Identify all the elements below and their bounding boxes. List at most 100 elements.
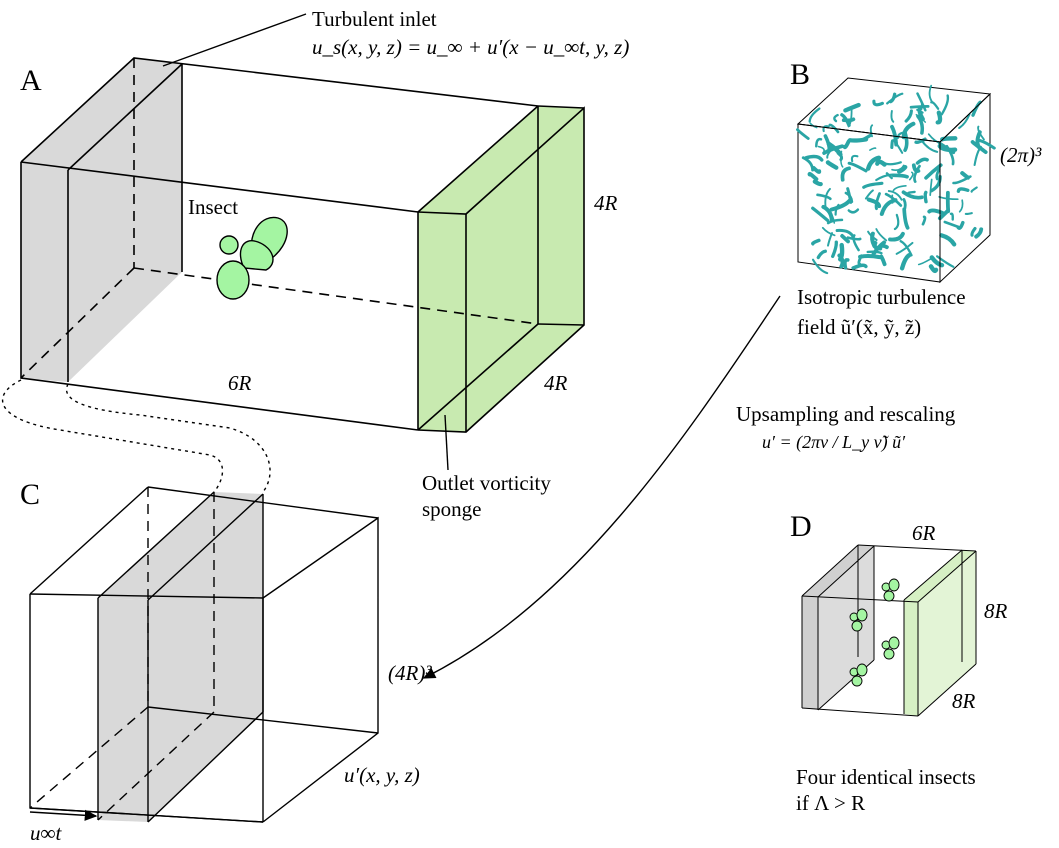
vortex-structure (909, 105, 930, 109)
panel-c-domain-size: (4R)³ (388, 661, 432, 685)
vortex-structure (890, 109, 895, 123)
vortex-structure (875, 173, 895, 182)
vortex-structure (870, 231, 877, 249)
vortex-structure (858, 254, 882, 260)
vortex-structure (847, 161, 868, 173)
panel-d-dim-depth: 8R (952, 689, 976, 713)
vortex-structure (890, 124, 899, 147)
panel-c-shift-label: u∞t (30, 821, 62, 845)
vortex-structure (811, 166, 822, 174)
panel-b-caption-line2: field ũ′(x̃, ỹ, z̃) (797, 315, 922, 339)
vortex-structure (846, 236, 862, 241)
vortex-structure (847, 208, 860, 214)
turbulence-cube (796, 77, 996, 284)
panel-a-dim-length: 6R (228, 371, 252, 395)
rescale-formula: u′ = (2πν / L_y ν̃) ũ′ (762, 432, 906, 452)
vortex-structure (956, 220, 965, 230)
vortex-structure (916, 114, 925, 135)
vortex-structure (913, 164, 921, 183)
vortex-structure (831, 240, 838, 259)
vortex-structure (842, 139, 851, 150)
panel-d-caption-line2: if Λ > R (796, 791, 866, 815)
vortex-structure (940, 94, 950, 116)
panel-b-letter: B (790, 58, 811, 91)
vortex-structure (821, 204, 834, 223)
vortex-structure (935, 168, 941, 181)
vortex-structure (824, 187, 831, 210)
vortex-structure (827, 232, 833, 247)
vortex-structure (821, 226, 836, 237)
vortex-structure (885, 172, 893, 180)
vortex-structure (956, 187, 970, 193)
vortex-structure (970, 226, 977, 237)
vortex-structure (884, 192, 903, 207)
insect-icon (216, 216, 288, 300)
vortex-structure (829, 198, 852, 212)
vortex-structure (860, 133, 872, 142)
vortex-structure (958, 199, 964, 213)
panel-a-dim-height: 4R (594, 191, 618, 215)
vortex-structure (875, 159, 887, 167)
panel-c-letter: C (20, 478, 41, 511)
vortex-structure (908, 171, 914, 181)
panel-d-dim-height: 8R (984, 599, 1008, 623)
vortex-structure (830, 214, 836, 224)
vortex-structure (924, 163, 943, 180)
vortex-structure (879, 198, 898, 216)
vortex-structure (838, 242, 845, 262)
vortex-structure (843, 258, 850, 270)
vortex-structure (935, 110, 943, 125)
vortex-structure (825, 160, 839, 170)
vortex-structure (886, 92, 904, 105)
inlet-slab-top (21, 58, 182, 170)
vortex-structure (857, 254, 863, 266)
mini-insect-icon (849, 608, 868, 632)
vortex-structure (875, 228, 888, 242)
vortex-structure (796, 128, 810, 140)
vortex-structure (811, 206, 830, 223)
mini-insect-icon (881, 636, 900, 660)
sponge-label-line1: Outlet vorticity (422, 471, 551, 495)
vortex-structure (895, 241, 914, 255)
vortex-structure (923, 190, 928, 204)
vortex-structure (927, 208, 945, 215)
sponge-slab-top (418, 106, 584, 214)
vortex-structure (822, 144, 845, 155)
vortex-structure (892, 184, 907, 192)
vortex-structure (960, 171, 970, 180)
vortex-structure (879, 254, 887, 267)
vortex-structure (869, 124, 874, 138)
insect-label: Insect (188, 195, 239, 219)
vortex-structure (889, 92, 897, 104)
vortex-structure (817, 145, 825, 152)
vortex-structure (826, 218, 844, 225)
panel-a-dim-depth: 4R (544, 371, 568, 395)
vortex-structure (964, 212, 973, 216)
vortex-structure (891, 164, 905, 172)
vortex-structure (970, 186, 978, 193)
vortex-structure (958, 113, 971, 129)
vortex-structure (888, 231, 905, 242)
vortex-structure (917, 106, 925, 122)
vortex-structure (836, 151, 844, 162)
vortex-structure (902, 207, 910, 230)
vortex-structure (811, 238, 821, 246)
panel-d-letter: D (790, 510, 812, 543)
vortex-structure (833, 113, 839, 123)
vortex-structure (869, 147, 877, 151)
sponge-leader-line (444, 414, 449, 471)
vortex-structure (808, 107, 821, 123)
panel-c-field-label: u′(x, y, z) (344, 763, 420, 787)
inlet-label: Turbulent inlet (312, 7, 437, 31)
vortex-structure (866, 155, 882, 171)
vortex-structure (807, 171, 819, 182)
panel-b-domain-size: (2π)³ (1000, 143, 1042, 167)
vortex-structure (840, 234, 850, 244)
vortex-structure (928, 84, 934, 104)
vortex-structure (872, 99, 884, 107)
vortex-structure (977, 125, 985, 141)
turbulence-structures (796, 84, 996, 275)
mini-insect-icon (881, 578, 900, 602)
inlet-formula: u_s(x, y, z) = u_∞ + u′(x − u_∞t, y, z) (312, 35, 630, 59)
